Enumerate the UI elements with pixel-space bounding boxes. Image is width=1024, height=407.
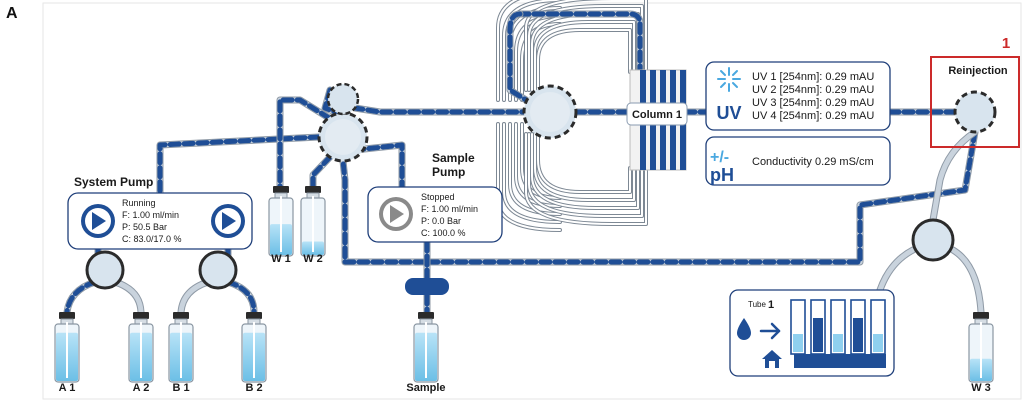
conductivity-icon-line2: pH xyxy=(710,165,734,185)
sample-pump-title-line2: Pump xyxy=(432,165,465,179)
tube-mixer-b-to-b2 xyxy=(224,278,258,316)
bottle-label-sample: Sample xyxy=(406,382,445,394)
bottle-label-w1: W 1 xyxy=(271,253,291,265)
play-icon[interactable] xyxy=(211,204,245,238)
valve-pump-a-mixer[interactable] xyxy=(85,250,125,290)
conductivity-text: Conductivity 0.29 mS/cm xyxy=(752,156,874,168)
sample-pump-status: Stopped xyxy=(421,192,455,202)
fraction-tube-rack xyxy=(790,299,886,355)
fraction-tube-prefix: Tube xyxy=(748,300,766,309)
fraction-tube-liquid xyxy=(873,334,883,352)
bottle-a1 xyxy=(54,312,80,383)
tube-mixer-b-to-b1 xyxy=(177,278,212,316)
system-pump-pressure: P: 50.5 Bar xyxy=(122,222,167,232)
valve-injection[interactable] xyxy=(317,111,369,163)
tube-injection-to-w1 xyxy=(276,96,333,194)
uv-detector-panel[interactable]: UV UV 1 [254nm]: 0.29 mAU UV 2 [254nm]: … xyxy=(705,61,891,131)
sample-pump-pressure: P: 0.0 Bar xyxy=(421,216,461,226)
bottle-label-a2: A 2 xyxy=(133,382,150,394)
uv-line-2: UV 2 [254nm]: 0.29 mAU xyxy=(752,84,874,96)
uv-icon-label: UV xyxy=(716,103,741,123)
tube-fraction-valve-to-waste xyxy=(949,246,985,316)
fraction-tube-number: 1 xyxy=(768,299,774,311)
sample-pump-panel[interactable]: Stopped F: 1.00 ml/min P: 0.0 Bar C: 100… xyxy=(367,186,503,243)
conductivity-panel[interactable]: +/- pH Conductivity 0.29 mS/cm xyxy=(705,136,891,186)
fraction-collector-panel[interactable]: Tube 1 xyxy=(729,289,895,377)
reservoir-bottles xyxy=(54,186,994,383)
tube-mixer-a-to-a2 xyxy=(111,278,145,316)
system-pump-panel[interactable]: Running F: 1.00 ml/min P: 50.5 Bar C: 83… xyxy=(67,192,253,250)
fraction-tube-liquid xyxy=(793,334,803,352)
sample-inline-filter xyxy=(405,278,449,295)
reinjection-label: Reinjection xyxy=(948,65,1008,77)
fraction-tube-liquid xyxy=(833,334,843,352)
uv-line-3: UV 3 [254nm]: 0.29 mAU xyxy=(752,97,874,109)
valve-sample-loop[interactable] xyxy=(326,82,360,116)
fraction-tube-liquid xyxy=(853,318,863,352)
valve-fraction-outlet[interactable] xyxy=(911,218,955,262)
sample-pump-flow: F: 1.00 ml/min xyxy=(421,204,478,214)
tube-reinjection-return xyxy=(339,128,979,266)
arrow-right-icon xyxy=(759,322,781,340)
tube-reinjection-to-fraction xyxy=(929,128,979,224)
uv-line-1: UV 1 [254nm]: 0.29 mAU xyxy=(752,71,874,83)
system-pump-composition: C: 83.0/17.0 % xyxy=(122,234,182,244)
bottle-label-a1: A 1 xyxy=(59,382,76,394)
conductivity-icon-line1: +/- xyxy=(710,149,729,166)
column-rack: Column 1 xyxy=(626,69,688,171)
water-drop-icon xyxy=(737,318,751,340)
figure-label: A xyxy=(6,5,18,22)
sample-pump-title-line1: Sample xyxy=(432,151,475,165)
bottle-sample xyxy=(413,312,439,383)
bottle-label-b1: B 1 xyxy=(172,382,189,394)
valve-reinjection[interactable] xyxy=(953,90,997,134)
tube-mixer-a-to-a1 xyxy=(63,278,99,316)
fraction-tube-liquid xyxy=(813,318,823,352)
tube-column-top xyxy=(516,10,644,74)
tube-injection-to-sample-pump xyxy=(351,141,406,191)
bottle-w1 xyxy=(268,186,294,257)
play-icon[interactable] xyxy=(379,197,413,231)
home-icon[interactable] xyxy=(762,350,782,368)
bottle-b1 xyxy=(168,312,194,383)
bottle-w3 xyxy=(968,312,994,383)
highlight-number: 1 xyxy=(1002,35,1010,52)
system-pump-flow: F: 1.00 ml/min xyxy=(122,210,179,220)
bottle-a2 xyxy=(128,312,154,383)
valve-main-selector[interactable] xyxy=(522,84,578,140)
tube-column-left xyxy=(506,10,530,104)
bottle-b2 xyxy=(241,312,267,383)
system-pump-title: System Pump xyxy=(74,175,153,189)
bottle-label-w2: W 2 xyxy=(303,253,323,265)
tube-fraction-valve-to-collector xyxy=(876,246,917,294)
bottle-label-w3: W 3 xyxy=(971,382,991,394)
valve-pump-b-mixer[interactable] xyxy=(198,250,238,290)
bottle-label-b2: B 2 xyxy=(245,382,262,394)
column-label: Column 1 xyxy=(632,109,682,121)
tube-system-pump-to-valve xyxy=(156,133,323,197)
fraction-rack-base xyxy=(794,354,886,368)
system-pump-status: Running xyxy=(122,198,156,208)
tube-injection-to-w2 xyxy=(309,153,334,194)
uv-light-icon xyxy=(717,67,741,92)
bottle-w2 xyxy=(300,186,326,257)
reinjection-highlight-box xyxy=(930,56,1020,148)
column-loops xyxy=(496,0,648,232)
play-icon[interactable] xyxy=(81,204,115,238)
uv-line-4: UV 4 [254nm]: 0.29 mAU xyxy=(752,110,874,122)
column-label-box xyxy=(626,102,688,126)
sample-pump-composition: C: 100.0 % xyxy=(421,228,466,238)
